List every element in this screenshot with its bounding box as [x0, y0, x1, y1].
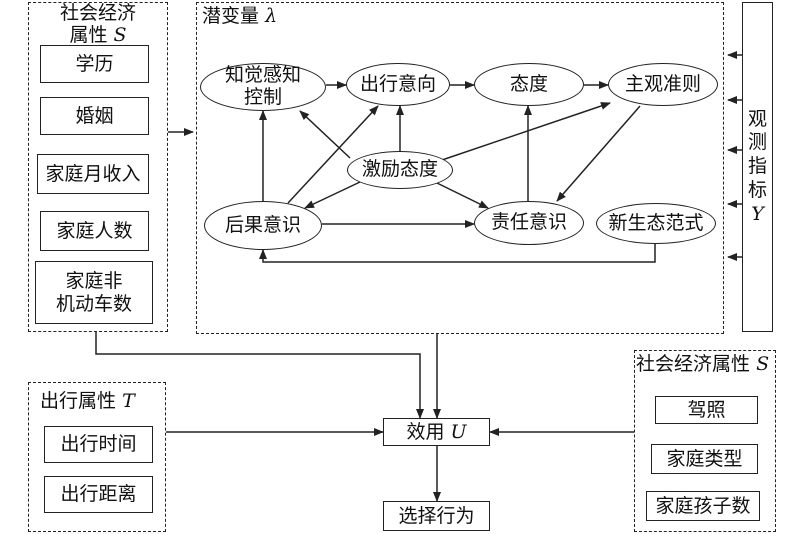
socio-economic-right-group	[634, 350, 776, 532]
arrow-norm-to-responsibility	[556, 105, 641, 202]
observed-indicators-box: 观 测 指 标 Y	[742, 2, 773, 332]
socio-item-monthly-income: 家庭月收入	[37, 154, 149, 194]
node-consequence-awareness: 后果意识	[204, 201, 322, 250]
socio-economic-left-group	[28, 2, 168, 332]
node-incentive-attitude: 激励态度	[347, 151, 453, 189]
travel-item-time: 出行时间	[44, 426, 153, 463]
socio-item-nonmotor-vehicles: 家庭非 机动车数	[35, 261, 153, 324]
socio-left-title-symbol: S	[113, 23, 127, 46]
socio-left-title: 社会经济 属性 S	[28, 2, 168, 47]
socio-item-children: 家庭孩子数	[646, 491, 760, 521]
node-subjective-norm: 主观准则	[608, 63, 718, 106]
travel-attr-title: 出行属性 T	[40, 390, 135, 412]
socio-right-title: 社会经济属性 S	[636, 353, 770, 375]
node-attitude: 态度	[474, 63, 584, 106]
arrow-incentive-to-control	[299, 110, 351, 159]
observed-symbol: Y	[751, 202, 764, 225]
arrow-ecoparadigm-to-consequence	[259, 244, 656, 263]
arrow-incentive-to-responsibility	[436, 182, 489, 209]
socio-item-household-size: 家庭人数	[40, 211, 149, 251]
arrow-incentive-to-norm	[441, 102, 611, 161]
node-responsibility-awareness: 责任意识	[474, 201, 584, 245]
socio-left-title-line1: 社会经济	[59, 2, 136, 24]
observed-char-2: 测	[747, 131, 767, 154]
socio-left-title-line2: 属性	[69, 23, 108, 46]
node-new-eco-paradigm: 新生态范式	[596, 203, 716, 244]
observed-char-1: 观	[747, 107, 767, 130]
socio-item-license: 驾照	[655, 396, 758, 424]
observed-char-4: 标	[747, 178, 767, 201]
arrow-socio-left-to-utility	[95, 332, 424, 419]
utility-box: 效用 U	[383, 418, 490, 446]
travel-item-distance: 出行距离	[44, 476, 153, 513]
socio-item-household-type: 家庭类型	[651, 444, 758, 474]
choice-behavior-box: 选择行为	[383, 501, 490, 531]
node-perceived-control: 知觉感知 控制	[200, 63, 326, 111]
arrow-incentive-to-consequence	[304, 181, 361, 209]
socio-item-education: 学历	[40, 45, 149, 83]
observed-char-3: 指	[747, 155, 767, 178]
latent-title: 潜变量 λ	[202, 5, 278, 27]
arrow-consequence-to-intention	[287, 105, 379, 204]
node-travel-intention: 出行意向	[346, 63, 450, 106]
latent-variable-group	[196, 2, 724, 334]
socio-item-marriage: 婚姻	[40, 97, 149, 135]
travel-attribute-group	[28, 382, 166, 532]
